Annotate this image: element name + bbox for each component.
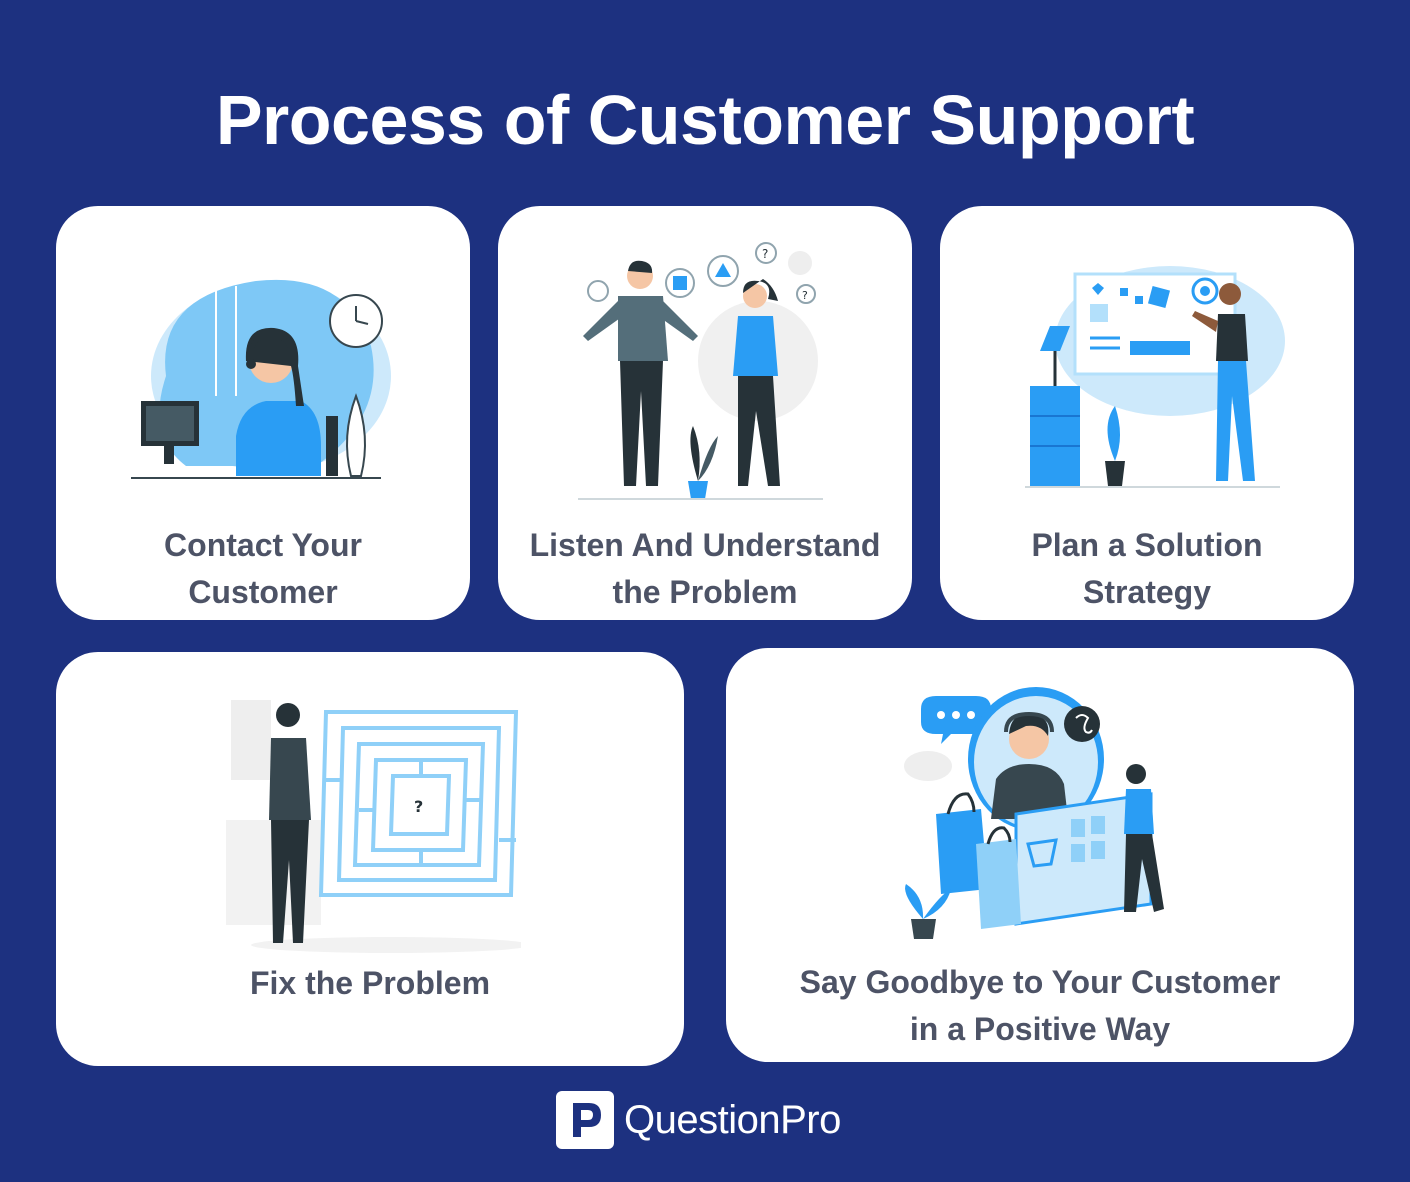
questionpro-logo-icon [556,1091,614,1149]
step-card-listen-understand: ? ? Listen And Understand the Problem [498,206,912,620]
step-card-plan-solution: Plan a Solution Strategy [940,206,1354,620]
step-card-contact-customer: Contact Your Customer [56,206,470,620]
step-label: Fix the Problem [249,965,491,1001]
step-label: Contact Your Customer [164,527,362,610]
step-label: Plan a Solution Strategy [1031,527,1263,610]
maze-illustration: ? [226,700,521,953]
brand-name: QuestionPro [624,1097,841,1142]
brand-logo: QuestionPro [556,1090,841,1150]
step-label: Say Goodbye to Your Customer in a Positi… [799,964,1281,1047]
planning-board-illustration [1025,266,1285,488]
step-label: Listen And Understand the Problem [529,527,881,610]
svg-text:?: ? [802,289,808,302]
two-people-discussing-illustration: ? ? [578,242,823,500]
step-card-say-goodbye: Say Goodbye to Your Customer in a Positi… [726,648,1354,1062]
step-card-fix-problem: ? Fix the Problem [56,652,684,1066]
svg-text:?: ? [762,247,768,261]
call-center-agent-illustration [131,279,391,479]
online-support-shopping-illustration [904,687,1164,939]
page-title: Process of Customer Support [215,81,1195,159]
svg-text:?: ? [414,797,423,816]
